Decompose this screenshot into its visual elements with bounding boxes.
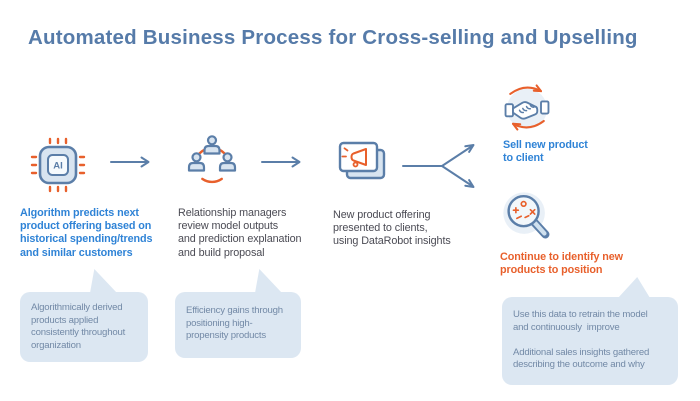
callout-text: Efficiency gains through positioning hig… [186,305,283,342]
megaphone-icon [332,139,394,193]
callout-tail [90,269,117,293]
outcome-label-sell: Sell new product to client [503,139,588,165]
callout-bubble-efficiency: Efficiency gains through positioning hig… [175,269,301,358]
fork-arrow-icon [402,136,482,196]
step-label-new-product-offering: New product offering presented to client… [333,209,451,248]
step-label-algorithm: Algorithm predicts next product offering… [20,207,153,259]
arrow-right-icon-1 [110,156,154,168]
handshake-icon [499,80,555,134]
callout-bubble-algorithm: Algorithmically derived products applied… [20,269,148,362]
team-icon [180,130,244,196]
outcome-label-continue: Continue to identify new products to pos… [500,251,623,277]
step-label-relationship-managers: Relationship managers review model outpu… [178,207,302,259]
callout-bubble-retrain: Use this data to retrain the model and c… [502,277,678,385]
callout-tail [255,269,282,293]
magnifier-icon [498,186,556,246]
callout-text: Algorithmically derived products applied… [31,302,126,351]
ai-chip-label: AI [53,161,63,172]
ai-chip-icon: AI [26,133,90,197]
callout-text: Use this data to retrain the model and c… [513,309,650,371]
page-title: Automated Business Process for Cross-sel… [28,26,638,49]
callout-tail [618,277,650,298]
arrow-right-icon-2 [261,156,305,168]
